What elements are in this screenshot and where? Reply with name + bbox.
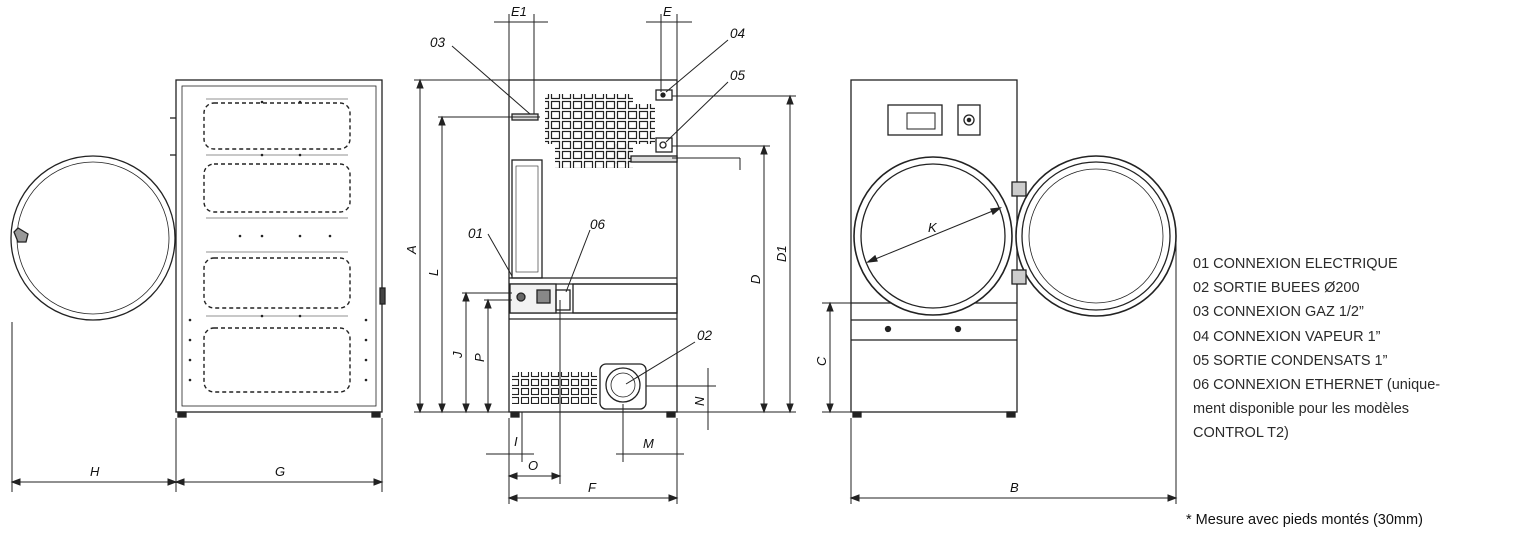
dim-label-E1: E1 [511, 4, 527, 19]
dim-label-I: I [514, 434, 518, 449]
rear-cabinet [508, 79, 678, 413]
rear-dimensions [414, 14, 796, 504]
callout-06: 06 [590, 217, 606, 232]
callout-05: 05 [730, 68, 746, 83]
callout-04: 04 [730, 26, 745, 41]
dim-label-F: F [588, 480, 597, 495]
dim-label-K: K [928, 220, 938, 235]
legend-item-06: 06 CONNEXION ETHERNET (unique- [1193, 377, 1441, 394]
legend-item-02: 02 SORTIE BUEES Ø200 [1193, 280, 1360, 297]
dim-label-H: H [90, 464, 100, 479]
dim-label-O: O [528, 458, 538, 473]
dim-label-A: A [404, 245, 419, 255]
front-door-circle [1015, 155, 1177, 317]
front-view [850, 79, 1177, 418]
legend-item-05: 05 SORTIE CONDENSATS 1” [1193, 352, 1388, 369]
dimension-H-G [10, 322, 384, 492]
front-dimensions [822, 236, 1178, 504]
dim-label-G: G [275, 464, 285, 479]
dim-label-D1: D1 [774, 245, 789, 262]
side-door-circle [10, 155, 176, 321]
footnote: * Mesure avec pieds montés (30mm) [1186, 512, 1423, 528]
legend-item-04: 04 CONNEXION VAPEUR 1” [1193, 328, 1381, 345]
side-view [10, 79, 386, 418]
legend-item-06-end: CONTROL T2) [1193, 425, 1289, 442]
callout-03: 03 [430, 35, 446, 50]
dim-label-M: M [643, 436, 654, 451]
callout-leaders [451, 39, 729, 385]
dim-label-B: B [1010, 480, 1019, 495]
callout-02: 02 [697, 328, 713, 343]
dim-label-C: C [814, 356, 829, 366]
dim-label-E: E [663, 4, 672, 19]
drum-opening [853, 156, 1013, 316]
callout-01: 01 [468, 226, 483, 241]
dim-label-P: P [472, 353, 487, 362]
dim-label-J: J [450, 351, 465, 359]
side-cabinet [175, 79, 383, 413]
dim-label-N: N [692, 396, 707, 406]
rear-view [508, 79, 678, 418]
connections-legend: 01 CONNEXION ELECTRIQUE 02 SORTIE BUEES … [1193, 252, 1513, 446]
legend-item-03: 03 CONNEXION GAZ 1/2” [1193, 304, 1364, 321]
legend-item-01: 01 CONNEXION ELECTRIQUE [1193, 256, 1398, 272]
legend-item-06-cont: ment disponible pour les modèles [1193, 401, 1410, 418]
dim-label-D: D [748, 275, 763, 284]
dim-label-L: L [426, 269, 441, 276]
